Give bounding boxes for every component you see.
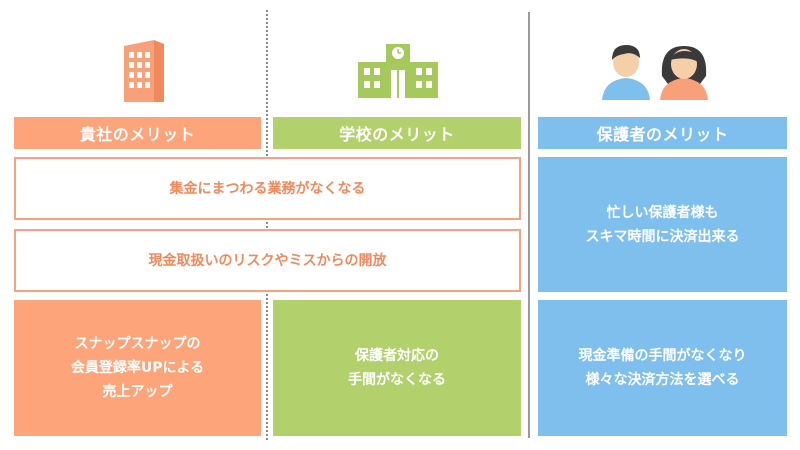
school-merit-line: 保護者対応の xyxy=(355,348,439,364)
parents-merit-line: 様々な決済方法を選べる xyxy=(585,372,740,388)
parents-icon xyxy=(602,45,708,100)
shared-merit-row-1-text: 集金にまつわる業務がなくなる xyxy=(169,180,366,197)
school-merit-line: 手間がなくなる xyxy=(348,372,446,388)
parents-merit-line: スキマ時間に決済出来る xyxy=(585,228,740,245)
shared-merit-row-1: 集金にまつわる業務がなくなる xyxy=(14,157,521,220)
company-merit-line: スナップスナップの xyxy=(74,336,201,352)
shared-merit-row-2-text: 現金取扱いのリスクやミスからの開放 xyxy=(148,252,387,269)
parents-merit-header: 保護者のメリット xyxy=(538,117,787,149)
company-merit-line: 売上アップ xyxy=(102,384,173,400)
school-merit-header: 学校のメリット xyxy=(273,117,521,149)
parents-merit-line: 忙しい保護者様も xyxy=(606,204,719,221)
office-building-icon xyxy=(124,40,164,102)
parents-merit-box-2: 現金準備の手間がなくなり 様々な決済方法を選べる xyxy=(538,300,787,436)
shared-merit-row-2: 現金取扱いのリスクやミスからの開放 xyxy=(14,229,521,292)
school-merit-box: 保護者対応の 手間がなくなる xyxy=(273,300,521,436)
company-merit-box: スナップスナップの 会員登録率UPによる 売上アップ xyxy=(14,300,261,436)
solid-divider-right xyxy=(528,12,530,438)
dotted-divider-left xyxy=(266,10,268,440)
parents-merit-box-1: 忙しい保護者様も スキマ時間に決済出来る xyxy=(538,157,787,292)
company-merit-header: 貴社のメリット xyxy=(14,117,261,149)
school-building-icon xyxy=(358,44,438,98)
parents-merit-line: 現金準備の手間がなくなり xyxy=(578,348,747,364)
company-merit-line: 会員登録率UPによる xyxy=(70,360,205,376)
